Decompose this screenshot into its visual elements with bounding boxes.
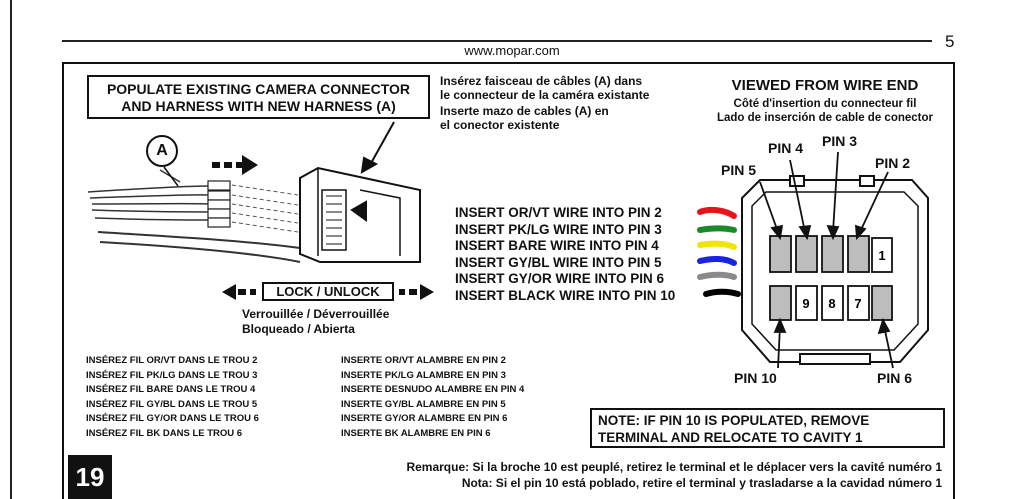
swatch-bare [697,240,737,250]
cavity-pin-4 [795,235,818,273]
cavity-7 [847,285,870,321]
fr-list-item: INSÉREZ FIL BARE DANS LE TROU 4 [86,384,256,395]
cavity-pin-3 [821,235,844,273]
insert-instructions: INSERT OR/VT WIRE INTO PIN 2 INSERT PK/L… [455,205,675,304]
es-list-item: INSERTE GY/OR ALAMBRE EN PIN 6 [341,413,508,424]
harness-wires [87,169,301,263]
instruction-pin-2: INSERT OR/VT WIRE INTO PIN 2 [455,205,662,220]
callout-a-leader [163,166,179,187]
populate-title-line1: POPULATE EXISTING CAMERA CONNECTOR [106,81,411,97]
alignment-lines [231,184,299,233]
instruction-pin-3: INSERT PK/LG WIRE INTO PIN 3 [455,221,662,237]
page-number: 5 [945,32,955,51]
es-insert-line2: el conector existente [440,118,560,132]
spanish-insert-text: Inserte mazo de cables (A) en el conecto… [440,104,609,132]
insert-direction-arrow [212,155,258,175]
pin-10-label: PIN 10 [734,370,777,386]
cavity-pin-6 [871,285,893,321]
viewed-fr: Côté d'insertion du connecteur fil [733,98,917,110]
viewed-subtitle: Côté d'insertion du connecteur fil Lado … [680,97,970,125]
fr-list-item: INSÉREZ FIL PK/LG DANS LE TROU 3 [86,369,258,381]
es-list-item: INSERTE OR/VT ALAMBRE EN PIN 2 [341,355,506,366]
fr-list-item: INSÉREZ FIL GY/OR DANS LE TROU 6 [86,413,259,424]
top-row-cavities [769,235,893,273]
note-line2: TERMINAL AND RELOCATE TO CAVITY 1 [598,430,863,445]
note-line1: NOTE: IF PIN 10 IS POPULATED, REMOVE [598,413,870,428]
fr-list-item: INSÉREZ FIL BK DANS LE TROU 6 [86,427,243,439]
title-pointer [360,121,395,174]
es-list-item: INSERTE GY/BL ALAMBRE EN PIN 5 [341,398,506,410]
harness-terminals [207,180,231,228]
cavity-pin-5 [769,235,792,273]
cavity-7-label: 7 [854,296,861,311]
lock-es: Bloqueado / Abierta [242,322,355,336]
es-list-item: INSERTE PK/LG ALAMBRE EN PIN 3 [341,369,506,381]
spanish-pin-list: INSERTE OR/VT ALAMBRE EN PIN 2 INSERTE P… [341,354,524,441]
page-edge [10,0,12,499]
lock-fr: Verrouillée / Déverrouillée [242,307,390,321]
populate-title: POPULATE EXISTING CAMERA CONNECTOR AND H… [87,75,430,119]
fr-list-item: INSÉREZ FIL OR/VT DANS LE TROU 2 [86,355,258,366]
cavity-1 [871,237,893,273]
cavity-8 [821,285,844,321]
viewed-title: VIEWED FROM WIRE END [731,77,919,94]
lock-left-arrow [222,284,256,300]
swatch-pk-lg [697,225,737,233]
relocate-note: NOTE: IF PIN 10 IS POPULATED, REMOVE TER… [590,408,945,448]
pin-leaders [759,151,894,369]
french-insert-text: Insérez faisceau de câbles (A) dans le c… [440,74,649,102]
lock-unlock-label: LOCK / UNLOCK [262,282,394,301]
french-pin-list: INSÉREZ FIL OR/VT DANS LE TROU 2 INSÉREZ… [86,354,259,441]
cavity-9 [795,285,818,321]
callout-a: A [146,135,178,167]
bottom-row-cavities [769,285,893,321]
instruction-frame [62,62,955,499]
lock-unlock-translations: Verrouillée / Déverrouillée Bloqueado / … [242,307,389,337]
pin-3-label: PIN 3 [822,133,858,149]
cavity-1-label: 1 [878,248,885,263]
remark-french: Remarque: Si la broche 10 est peuplé, re… [406,460,942,474]
fr-list-item: INSÉREZ FIL GY/BL DANS LE TROU 5 [86,398,258,410]
cavity-8-label: 8 [828,296,835,311]
es-insert-line1: Inserte mazo de cables (A) en [440,104,609,118]
es-list-item: INSERTE DESNUDO ALAMBRE EN PIN 4 [341,384,525,395]
pin-6-label: PIN 6 [877,370,913,386]
cavity-pin-10 [769,285,792,321]
swatch-or-vt [697,206,737,219]
cavity-pin-2 [847,235,870,273]
instruction-pin-4: INSERT BARE WIRE INTO PIN 4 [455,238,659,253]
lock-right-arrow [399,284,434,300]
instruction-pin-5: INSERT GY/BL WIRE INTO PIN 5 [455,254,662,270]
viewed-es: Lado de inserción de cable de conector [716,112,933,124]
camera-connector [299,166,421,263]
site-url: www.mopar.com [464,43,560,58]
step-number-badge: 19 [68,455,112,499]
es-list-item: INSERTE BK ALAMBRE EN PIN 6 [341,427,491,439]
instruction-pin-6: INSERT GY/OR WIRE INTO PIN 6 [455,271,665,286]
swatch-black [703,288,741,297]
populate-title-line2: AND HARNESS WITH NEW HARNESS (A) [121,98,396,114]
header-rule [62,40,932,42]
fr-insert-line1: Insérez faisceau de câbles (A) dans [440,74,643,88]
cavity-9-label: 9 [802,296,809,311]
wire-color-swatches [697,206,741,297]
swatch-gy-or [697,271,737,280]
pin-2-label: PIN 2 [875,155,911,171]
fr-insert-line2: le connecteur de la caméra existante [440,88,650,102]
instruction-pin-10: INSERT BLACK WIRE INTO PIN 10 [455,287,676,303]
pin-5-label: PIN 5 [721,162,757,178]
remark-spanish: Nota: Si el pin 10 está poblado, retire … [461,476,942,490]
swatch-gy-bl [697,255,737,266]
pin-4-label: PIN 4 [768,140,804,156]
